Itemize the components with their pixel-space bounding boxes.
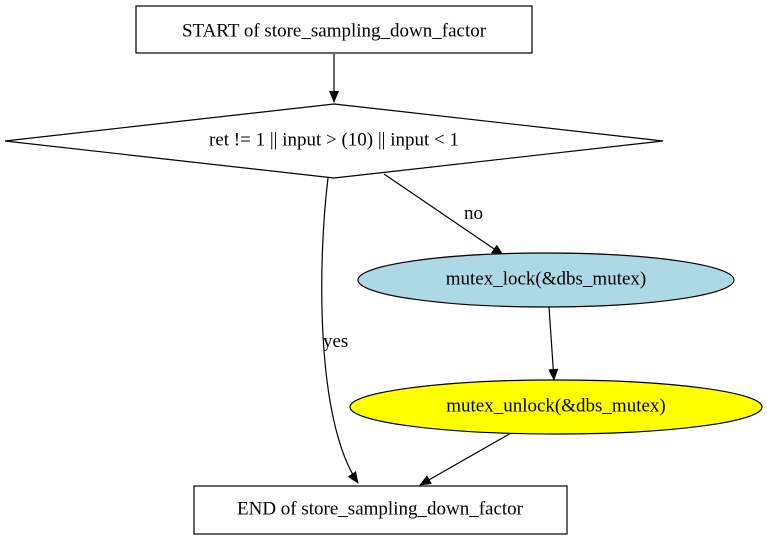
node-unlock-label: mutex_unlock(&dbs_mutex) <box>446 395 666 416</box>
edge-label-no: no <box>464 203 483 224</box>
node-lock: mutex_lock(&dbs_mutex) <box>357 252 735 308</box>
node-lock-label: mutex_lock(&dbs_mutex) <box>446 268 647 289</box>
node-end-label: END of store_sampling_down_factor <box>237 498 524 519</box>
node-unlock: mutex_unlock(&dbs_mutex) <box>349 379 763 435</box>
node-start-label: START of store_sampling_down_factor <box>182 20 487 41</box>
edge-decision-to-end: yes <box>321 177 359 484</box>
node-decision: ret != 1 || input > (10) || input < 1 <box>4 103 664 179</box>
edge-decision-to-lock: no <box>383 173 504 256</box>
node-start: START of store_sampling_down_factor <box>135 5 533 54</box>
node-end: END of store_sampling_down_factor <box>193 485 568 535</box>
edge-lock-to-unlock <box>548 306 559 381</box>
node-decision-label: ret != 1 || input > (10) || input < 1 <box>209 129 459 150</box>
edge-unlock-to-end <box>419 432 512 486</box>
edge-label-yes: yes <box>323 331 348 352</box>
